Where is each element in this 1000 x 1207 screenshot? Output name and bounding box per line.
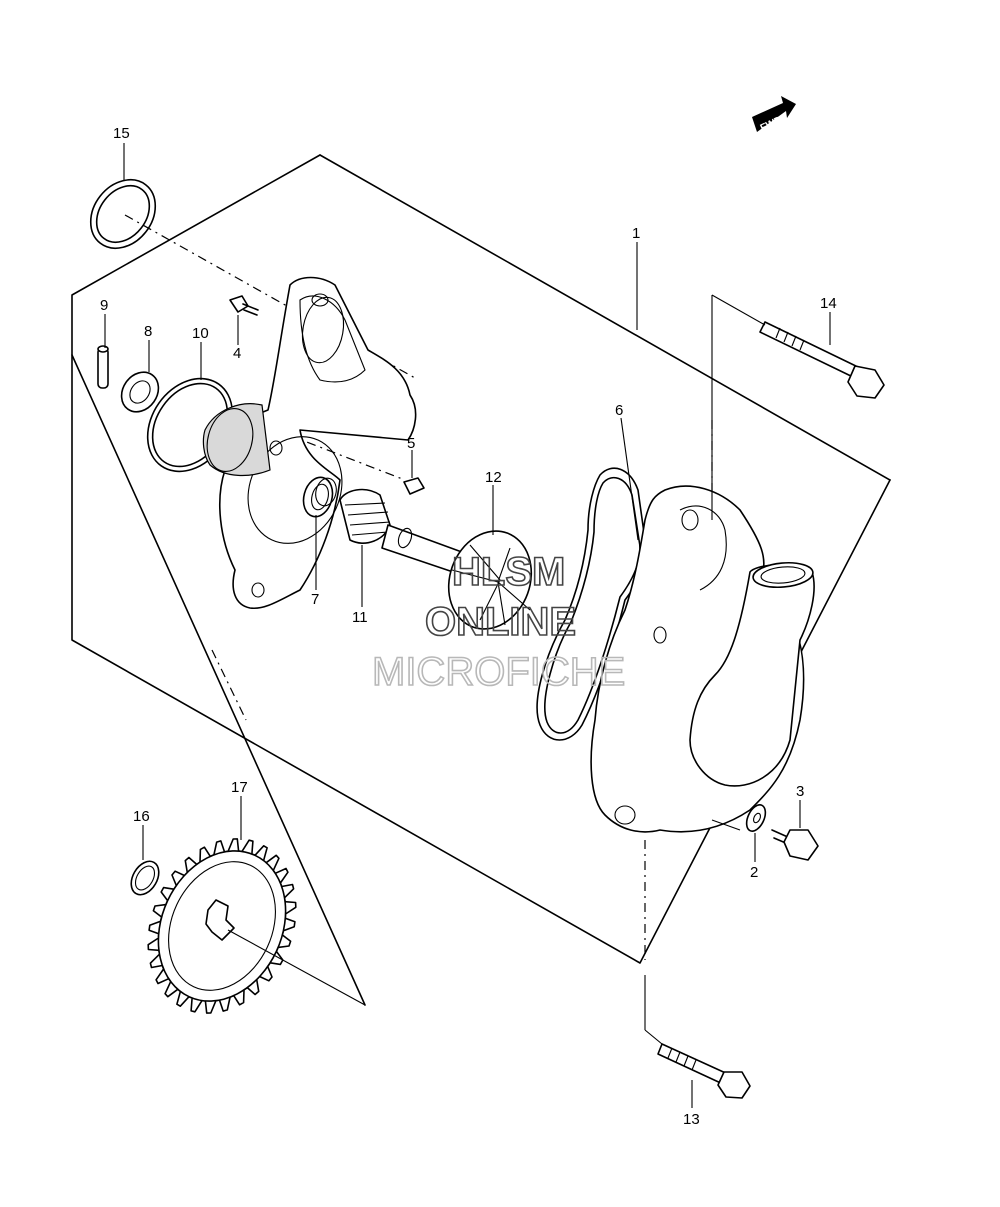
- pump-cover-1: [590, 485, 815, 833]
- leader-lines: [104, 143, 831, 1108]
- pump-case-left: [202, 276, 417, 610]
- pin-5: [403, 477, 425, 495]
- watermark-line-3: MICROFICHE: [372, 650, 625, 694]
- impeller-12: [447, 530, 533, 630]
- callout-5: 5: [407, 435, 415, 452]
- callout-14: 14: [820, 295, 837, 312]
- dowel-pin-9: [97, 345, 109, 389]
- o-ring-15: [89, 179, 157, 249]
- watermark-line-1: HLSM: [452, 550, 565, 594]
- mechanical-seal-11: [339, 488, 391, 544]
- callout-13: 13: [683, 1111, 700, 1128]
- callout-2: 2: [750, 864, 758, 881]
- callout-12: 12: [485, 469, 502, 486]
- callout-6: 6: [615, 402, 623, 419]
- bolt-4: [229, 295, 259, 316]
- callout-17: 17: [231, 779, 248, 796]
- washer-2: [745, 804, 767, 832]
- callout-16: 16: [133, 808, 150, 825]
- bolt-14: [759, 321, 885, 399]
- callout-10: 10: [192, 325, 209, 342]
- oil-seal-7: [302, 476, 337, 518]
- washer-8: [120, 371, 160, 413]
- fwd-arrow-icon: FWD: [752, 96, 796, 134]
- callout-4: 4: [233, 345, 241, 362]
- callout-7: 7: [311, 591, 319, 608]
- callout-1: 1: [632, 225, 640, 242]
- bolt-13: [657, 1043, 751, 1099]
- drive-gear-17: [147, 838, 297, 1014]
- watermark-line-2: ONLINE: [425, 600, 576, 644]
- bolt-3: [771, 829, 819, 861]
- circlip-16: [130, 860, 160, 896]
- callout-3: 3: [796, 783, 804, 800]
- callout-8: 8: [144, 323, 152, 340]
- watermark: HLSM ONLINE MICROFICHE: [371, 549, 626, 695]
- callout-15: 15: [113, 125, 130, 142]
- assembly-center-lines: [124, 214, 713, 960]
- callout-labels: 15 9 8 10 4 5 7 11 12 6 1 14 3 2 13 16 1…: [100, 125, 837, 1128]
- callout-11: 11: [352, 609, 368, 626]
- callout-9: 9: [100, 297, 108, 314]
